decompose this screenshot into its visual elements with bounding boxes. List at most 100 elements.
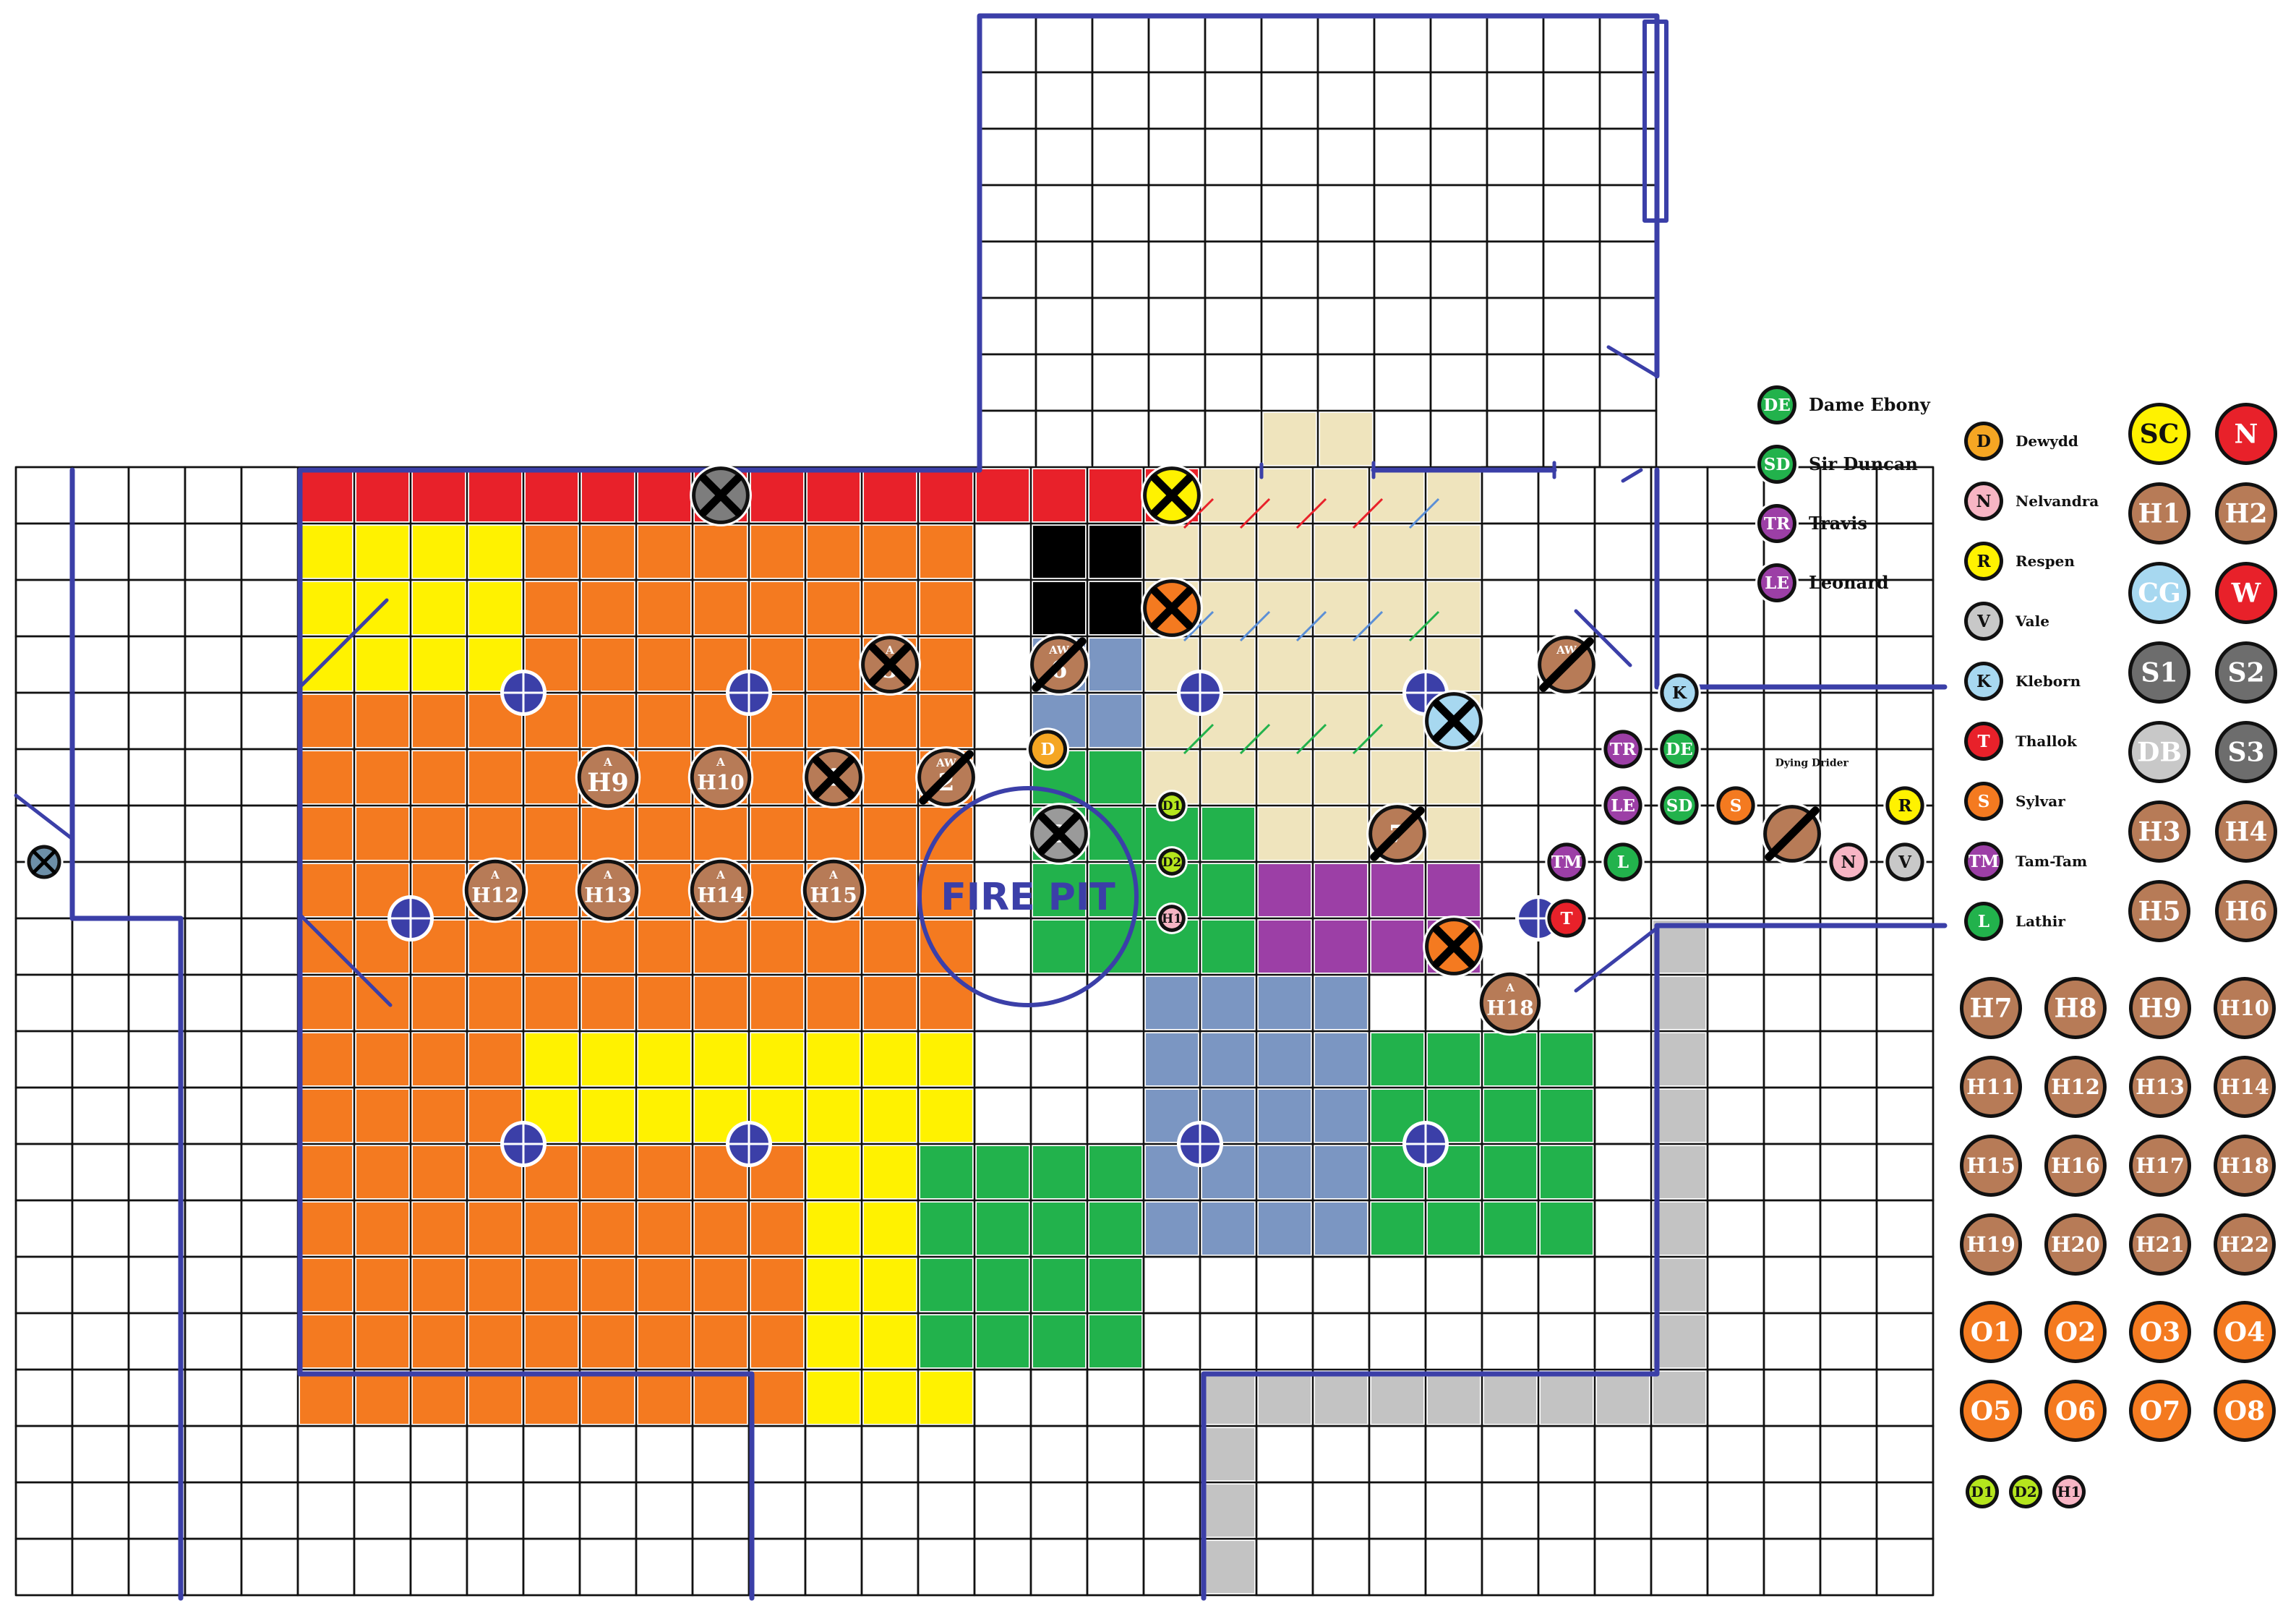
map-cell[interactable] — [1875, 1537, 1935, 1597]
map-cell[interactable] — [860, 1085, 920, 1146]
map-cell[interactable] — [522, 1425, 581, 1484]
map-cell[interactable] — [14, 748, 74, 807]
map-cell[interactable] — [1649, 1255, 1710, 1315]
map-cell[interactable] — [1480, 1142, 1541, 1203]
map-cell[interactable] — [1311, 465, 1371, 526]
map-cell[interactable] — [1368, 1425, 1427, 1484]
map-cell[interactable] — [972, 465, 1033, 526]
reserve-ogre-token[interactable]: O4 — [2211, 1299, 2278, 1365]
map-cell[interactable] — [972, 1198, 1033, 1259]
map-cell[interactable] — [1429, 127, 1488, 187]
map-cell[interactable] — [803, 803, 864, 864]
map-cell[interactable] — [1424, 1255, 1483, 1315]
map-cell[interactable] — [1373, 184, 1432, 243]
map-cell[interactable] — [1429, 14, 1488, 74]
map-cell[interactable] — [352, 1029, 413, 1090]
map-cell[interactable] — [1198, 860, 1259, 921]
map-cell[interactable] — [1085, 1142, 1146, 1203]
map-cell[interactable] — [1142, 1368, 1201, 1427]
map-cell[interactable] — [1204, 14, 1263, 74]
map-cell[interactable] — [1706, 1537, 1765, 1597]
map-cell[interactable] — [1204, 184, 1263, 243]
map-cell[interactable] — [1875, 1199, 1935, 1258]
map-cell[interactable] — [1029, 1198, 1089, 1259]
defeated-token[interactable] — [1761, 803, 1823, 865]
map-cell[interactable] — [1819, 1368, 1878, 1427]
map-cell[interactable] — [1819, 1425, 1878, 1484]
map-cell[interactable] — [1706, 691, 1765, 751]
reserve-hostile-token[interactable]: H12 — [2042, 1054, 2109, 1120]
map-cell[interactable] — [14, 466, 74, 525]
map-cell[interactable] — [1650, 466, 1709, 525]
map-cell[interactable] — [803, 1311, 864, 1372]
map-token[interactable]: K — [1658, 671, 1701, 714]
reserve-hostile-token[interactable]: H17 — [2127, 1132, 2193, 1199]
map-cell[interactable] — [408, 973, 469, 1033]
map-cell[interactable] — [1255, 1255, 1314, 1315]
map-cell[interactable] — [1762, 1143, 1822, 1202]
map-cell[interactable] — [1142, 1481, 1201, 1540]
map-cell[interactable] — [1819, 635, 1878, 694]
map-cell[interactable] — [634, 1367, 695, 1428]
map-cell[interactable] — [1593, 1255, 1653, 1315]
map-cell[interactable] — [521, 521, 582, 582]
map-cell[interactable] — [1311, 973, 1371, 1033]
map-cell[interactable] — [1875, 466, 1935, 525]
reserve-token[interactable]: H2 — [2213, 480, 2279, 547]
map-cell[interactable] — [1649, 1142, 1710, 1203]
map-cell[interactable] — [1537, 1312, 1596, 1371]
map-cell[interactable] — [1593, 1481, 1653, 1540]
map-cell[interactable] — [296, 803, 356, 864]
map-cell[interactable] — [1480, 1367, 1541, 1428]
map-cell[interactable] — [1373, 71, 1432, 130]
map-cell[interactable] — [1593, 917, 1653, 976]
map-cell[interactable] — [296, 691, 356, 751]
map-cell[interactable] — [978, 296, 1037, 356]
map-cell[interactable] — [1423, 465, 1484, 526]
map-cell[interactable] — [1537, 466, 1596, 525]
map-cell[interactable] — [634, 691, 695, 751]
map-cell[interactable] — [978, 240, 1037, 299]
map-cell[interactable] — [1593, 1537, 1653, 1597]
map-cell[interactable] — [466, 1481, 525, 1540]
map-cell[interactable] — [578, 1029, 638, 1090]
map-cell[interactable] — [1762, 691, 1822, 751]
map-cell[interactable] — [1542, 409, 1601, 469]
reserve-hostile-token[interactable]: H16 — [2042, 1132, 2109, 1199]
map-token[interactable]: TR — [1601, 727, 1645, 771]
map-cell[interactable] — [1593, 1030, 1653, 1089]
map-cell[interactable] — [1254, 1198, 1315, 1259]
reserve-ogre-token[interactable]: O5 — [1958, 1378, 2024, 1444]
map-cell[interactable] — [352, 973, 413, 1033]
map-cell[interactable] — [1198, 1537, 1259, 1597]
map-cell[interactable] — [14, 635, 74, 694]
map-cell[interactable] — [578, 1537, 638, 1597]
map-cell[interactable] — [240, 1368, 299, 1427]
reserve-hostile-token[interactable]: H7 — [1958, 975, 2024, 1041]
map-cell[interactable] — [1029, 465, 1089, 526]
map-cell[interactable] — [296, 973, 356, 1033]
map-cell[interactable] — [1429, 240, 1488, 299]
map-cell[interactable] — [978, 127, 1037, 187]
map-cell[interactable] — [1429, 296, 1488, 356]
reserve-token[interactable]: H4 — [2213, 798, 2279, 865]
map-token[interactable]: H1 — [1156, 902, 1188, 934]
map-cell[interactable] — [1875, 1425, 1935, 1484]
map-cell[interactable] — [1706, 578, 1765, 638]
map-cell[interactable] — [522, 1537, 581, 1597]
map-cell[interactable] — [1254, 803, 1315, 864]
map-cell[interactable] — [408, 578, 469, 639]
map-cell[interactable] — [972, 1311, 1033, 1372]
map-cell[interactable] — [71, 1199, 130, 1258]
map-cell[interactable] — [1255, 1537, 1314, 1597]
map-cell[interactable] — [240, 466, 299, 525]
map-cell[interactable] — [1204, 353, 1263, 412]
map-cell[interactable] — [803, 973, 864, 1033]
map-token[interactable]: DE — [1658, 727, 1701, 771]
map-cell[interactable] — [635, 1481, 694, 1540]
map-cell[interactable] — [1819, 691, 1878, 751]
map-cell[interactable] — [1254, 1029, 1315, 1090]
legend-token-party[interactable]: LE — [1755, 561, 1799, 605]
reserve-hostile-token[interactable]: H22 — [2211, 1211, 2278, 1278]
map-cell[interactable] — [127, 1368, 187, 1427]
